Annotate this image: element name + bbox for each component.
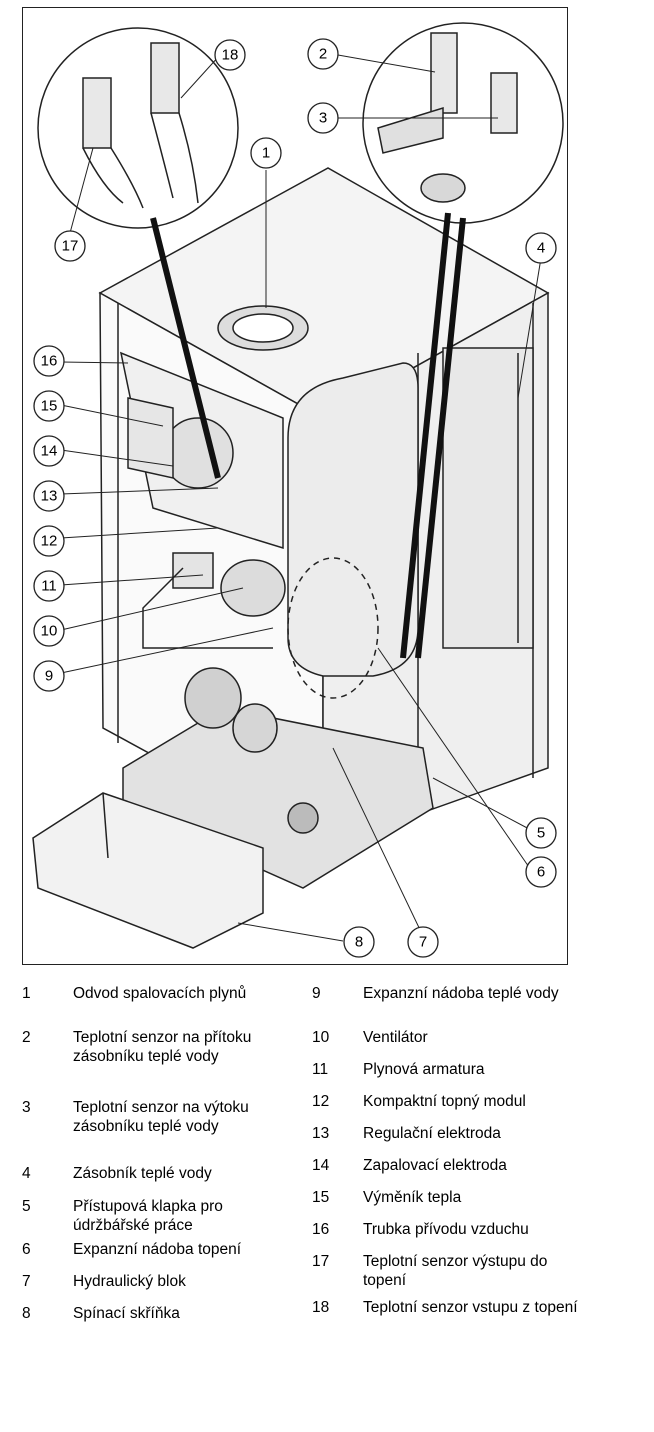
callout-7: 7 xyxy=(407,926,439,958)
heat-exchanger xyxy=(119,351,284,550)
legend-number: 18 xyxy=(312,1299,330,1316)
callout-16: 16 xyxy=(33,345,65,377)
detail-circle-right xyxy=(362,22,564,224)
callout-18: 18 xyxy=(214,39,246,71)
svg-text:6: 6 xyxy=(537,864,545,881)
svg-text:18: 18 xyxy=(222,47,239,64)
legend-number: 10 xyxy=(312,1029,330,1046)
legend-text: Trubka přívodu vzduchu xyxy=(363,1221,529,1238)
legend-text: Teplotní senzor vstupu z topení xyxy=(363,1299,578,1316)
legend-text: Hydraulický blok xyxy=(73,1273,186,1290)
svg-text:11: 11 xyxy=(41,578,57,595)
callout-14: 14 xyxy=(33,435,65,467)
legend-number: 17 xyxy=(312,1253,330,1270)
legend-number: 9 xyxy=(312,985,321,1002)
callout-10: 10 xyxy=(33,615,65,647)
detail-leaders xyxy=(150,212,466,659)
dhw-tank xyxy=(442,347,534,649)
callout-8: 8 xyxy=(343,926,375,958)
svg-text:15: 15 xyxy=(41,398,58,415)
legend-text: Kompaktní topný modul xyxy=(363,1093,526,1110)
legend-text: Regulační elektroda xyxy=(363,1125,501,1142)
callout-13: 13 xyxy=(33,480,65,512)
callout-6: 6 xyxy=(525,856,557,888)
svg-text:9: 9 xyxy=(45,668,53,685)
legend-text: Expanzní nádoba teplé vody xyxy=(363,985,559,1002)
callout-1: 1 xyxy=(250,137,282,169)
legend-number: 16 xyxy=(312,1221,330,1238)
svg-text:12: 12 xyxy=(41,533,58,550)
callout-12: 12 xyxy=(33,525,65,557)
legend-number: 4 xyxy=(22,1165,31,1182)
fan-and-gas-valve xyxy=(142,552,286,649)
svg-text:1: 1 xyxy=(262,145,270,162)
callout-4: 4 xyxy=(525,232,557,264)
legend-text: Spínací skříňka xyxy=(73,1305,180,1322)
detail-circle-left xyxy=(37,27,239,229)
callout-2: 2 xyxy=(307,38,339,70)
svg-text:2: 2 xyxy=(319,46,327,63)
legend-text: Ventilátor xyxy=(363,1029,428,1046)
svg-text:13: 13 xyxy=(41,488,58,505)
legend-number: 13 xyxy=(312,1125,330,1142)
legend-text: Výměník tepla xyxy=(363,1189,462,1206)
legend-text: Teplotní senzor výstupu do topení xyxy=(363,1253,548,1289)
legend-number: 5 xyxy=(22,1198,31,1215)
legend-text: Plynová armatura xyxy=(363,1061,485,1078)
callouts: 1 2 3 4 5 6 7 8 9 10 11 12 13 14 15 16 1… xyxy=(33,38,557,958)
callout-5: 5 xyxy=(525,817,557,849)
legend-number: 2 xyxy=(22,1029,31,1046)
legend-number: 7 xyxy=(22,1273,31,1290)
legend-number: 12 xyxy=(312,1093,330,1110)
callout-leaders xyxy=(60,54,542,942)
hydraulic-block xyxy=(122,667,434,889)
svg-text:16: 16 xyxy=(41,353,58,370)
callout-17: 17 xyxy=(54,230,86,262)
svg-text:7: 7 xyxy=(419,934,427,951)
svg-text:5: 5 xyxy=(537,825,545,842)
callout-3: 3 xyxy=(307,102,339,134)
diagram-artwork: 1 2 3 4 5 6 7 8 9 10 11 12 13 14 15 16 1… xyxy=(32,22,564,958)
flue-outlet xyxy=(217,305,309,351)
legend-number: 8 xyxy=(22,1305,31,1322)
legend-number: 6 xyxy=(22,1241,31,1258)
svg-text:14: 14 xyxy=(41,443,58,460)
legend-text: Přístupová klapka pro údržbářské práce xyxy=(73,1198,223,1234)
legend-number: 1 xyxy=(22,985,31,1002)
svg-text:4: 4 xyxy=(537,240,545,257)
svg-text:17: 17 xyxy=(62,238,79,255)
legend-number: 3 xyxy=(22,1099,31,1116)
boiler-exploded-diagram: 1 2 3 4 5 6 7 8 9 10 11 12 13 14 15 16 1… xyxy=(22,7,568,965)
svg-text:3: 3 xyxy=(319,110,327,127)
legend-text: Odvod spalovacích plynů xyxy=(73,985,247,1002)
svg-text:8: 8 xyxy=(355,934,363,951)
switch-box xyxy=(32,792,264,949)
legend-text: Expanzní nádoba topení xyxy=(73,1241,242,1258)
callout-15: 15 xyxy=(33,390,65,422)
legend-number: 11 xyxy=(312,1061,329,1078)
legend-text: Teplotní senzor na výtoku zásobníku tepl… xyxy=(73,1099,249,1135)
legend-number: 15 xyxy=(312,1189,330,1206)
callout-11: 11 xyxy=(33,570,65,602)
legend-text: Teplotní senzor na přítoku zásobníku tep… xyxy=(73,1029,252,1065)
expansion-vessel-heating xyxy=(287,362,419,699)
legend-text: Zásobník teplé vody xyxy=(73,1165,212,1182)
callout-9: 9 xyxy=(33,660,65,692)
legend-number: 14 xyxy=(312,1157,330,1174)
svg-text:10: 10 xyxy=(41,623,58,640)
legend-text: Zapalovací elektroda xyxy=(363,1157,507,1174)
